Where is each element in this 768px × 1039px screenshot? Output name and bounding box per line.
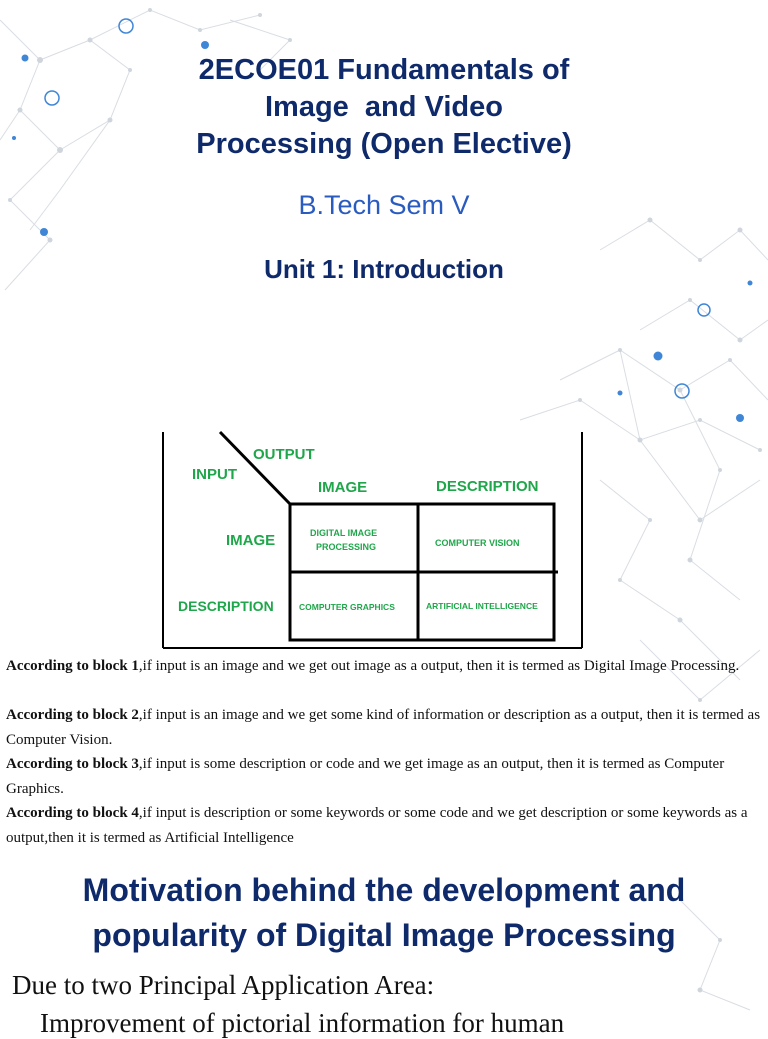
output-label: OUTPUT <box>253 446 315 463</box>
input-label: INPUT <box>192 466 237 483</box>
diagonal-divider <box>218 430 292 506</box>
cell-computer-graphics: COMPUTER GRAPHICS <box>299 602 395 612</box>
block-2-text: ,if input is an image and we get some ki… <box>6 707 761 748</box>
slide-title: 2ECOE01 Fundamentals of Image and Video … <box>0 52 768 163</box>
cell-computer-vision: COMPUTER VISION <box>435 538 520 548</box>
block-4-explanation: According to block 4,if input is descrip… <box>6 801 762 850</box>
title-line-3: Processing (Open Elective) <box>196 128 572 160</box>
block-4-lead: According to block 4 <box>6 805 139 821</box>
motivation-heading-line-2: popularity of Digital Image Processing <box>92 917 676 953</box>
block-2-lead: According to block 2 <box>6 707 139 723</box>
column-header-image: IMAGE <box>318 479 367 496</box>
block-1-explanation: According to block 1,if input is an imag… <box>6 654 762 679</box>
block-1-lead: According to block 1 <box>6 658 139 674</box>
title-line-2: Image and Video <box>265 91 503 123</box>
column-header-description: DESCRIPTION <box>436 478 539 495</box>
cell-digital-image-processing-line1: DIGITAL IMAGE <box>310 528 377 538</box>
block-2-explanation: According to block 2,if input is an imag… <box>6 703 762 752</box>
block-3-explanation: According to block 3,if input is some de… <box>6 752 762 801</box>
slide-subtitle: B.Tech Sem V <box>298 190 470 220</box>
title-line-1: 2ECOE01 Fundamentals of <box>198 54 570 86</box>
input-output-classification-diagram: OUTPUT INPUT IMAGE DESCRIPTION IMAGE DES… <box>162 430 583 649</box>
block-3-text: ,if input is some description or code an… <box>6 756 725 797</box>
row-header-description: DESCRIPTION <box>178 598 274 614</box>
motivation-heading-line-1: Motivation behind the development and <box>82 872 686 908</box>
block-1-text: ,if input is an image and we get out ima… <box>138 658 740 674</box>
motivation-heading: Motivation behind the development and po… <box>0 868 768 958</box>
cell-digital-image-processing-line2: PROCESSING <box>316 542 376 552</box>
row-header-image: IMAGE <box>226 532 275 549</box>
block-3-lead: According to block 3 <box>6 756 139 772</box>
unit-heading: Unit 1: Introduction <box>264 254 504 284</box>
block-4-text: ,if input is description or some keyword… <box>6 805 748 846</box>
cell-artificial-intelligence: ARTIFICIAL INTELLIGENCE <box>426 601 538 611</box>
application-area-intro: Due to two Principal Application Area: <box>12 970 435 1000</box>
